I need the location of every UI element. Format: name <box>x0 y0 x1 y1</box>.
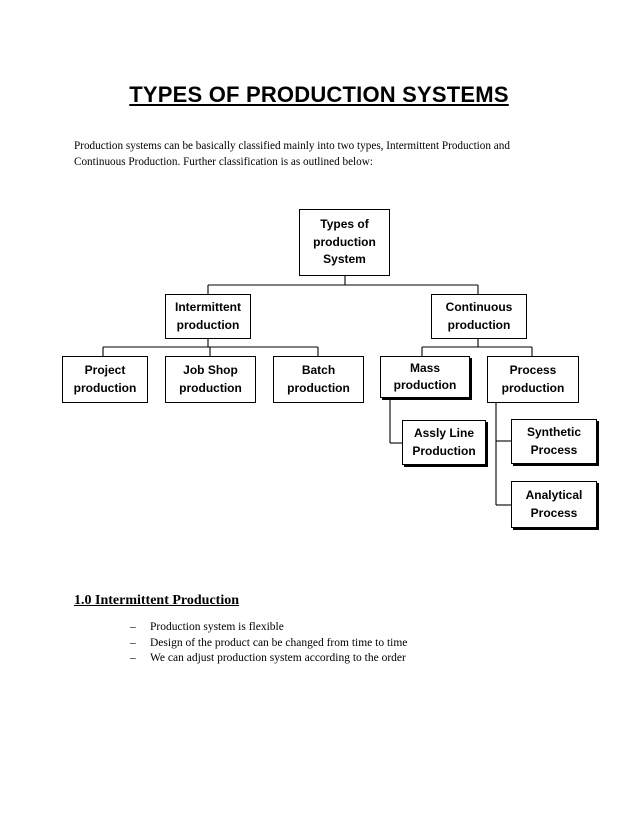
bullet-text: Design of the product can be changed fro… <box>150 636 408 649</box>
list-item: – We can adjust production system accord… <box>130 651 407 667</box>
list-item: – Production system is flexible <box>130 620 407 636</box>
intro-line-2: Continuous Production. Further classific… <box>74 156 373 168</box>
node-batch-production: Batch production <box>273 356 364 403</box>
bullet-dash: – <box>130 652 136 664</box>
node-job-shop-production: Job Shop production <box>165 356 256 403</box>
bullet-text: We can adjust production system accordin… <box>150 652 406 664</box>
page-title: TYPES OF PRODUCTION SYSTEMS <box>129 82 509 107</box>
node-synthetic-process: Synthetic Process <box>511 419 597 464</box>
bullet-text: Production system is flexible <box>150 621 284 633</box>
section-heading: 1.0 Intermittent Production <box>74 593 239 608</box>
node-types-of-production-system: Types of production System <box>299 209 390 276</box>
node-mass-production: Mass production <box>380 356 470 398</box>
intro-line-1: Production systems can be basically clas… <box>74 140 510 152</box>
node-process-production: Process production <box>487 356 579 403</box>
node-intermittent-production: Intermittent production <box>165 294 251 339</box>
bullet-dash: – <box>130 621 136 633</box>
node-project-production: Project production <box>62 356 148 403</box>
bullet-list: – Production system is flexible – Design… <box>130 620 407 667</box>
node-continuous-production: Continuous production <box>431 294 527 339</box>
node-assly-line-production: Assly Line Production <box>402 420 486 465</box>
intro-paragraph: Production systems can be basically clas… <box>74 138 554 170</box>
bullet-dash: – <box>130 636 136 649</box>
node-analytical-process: Analytical Process <box>511 481 597 528</box>
list-item: – Design of the product can be changed f… <box>130 636 407 652</box>
